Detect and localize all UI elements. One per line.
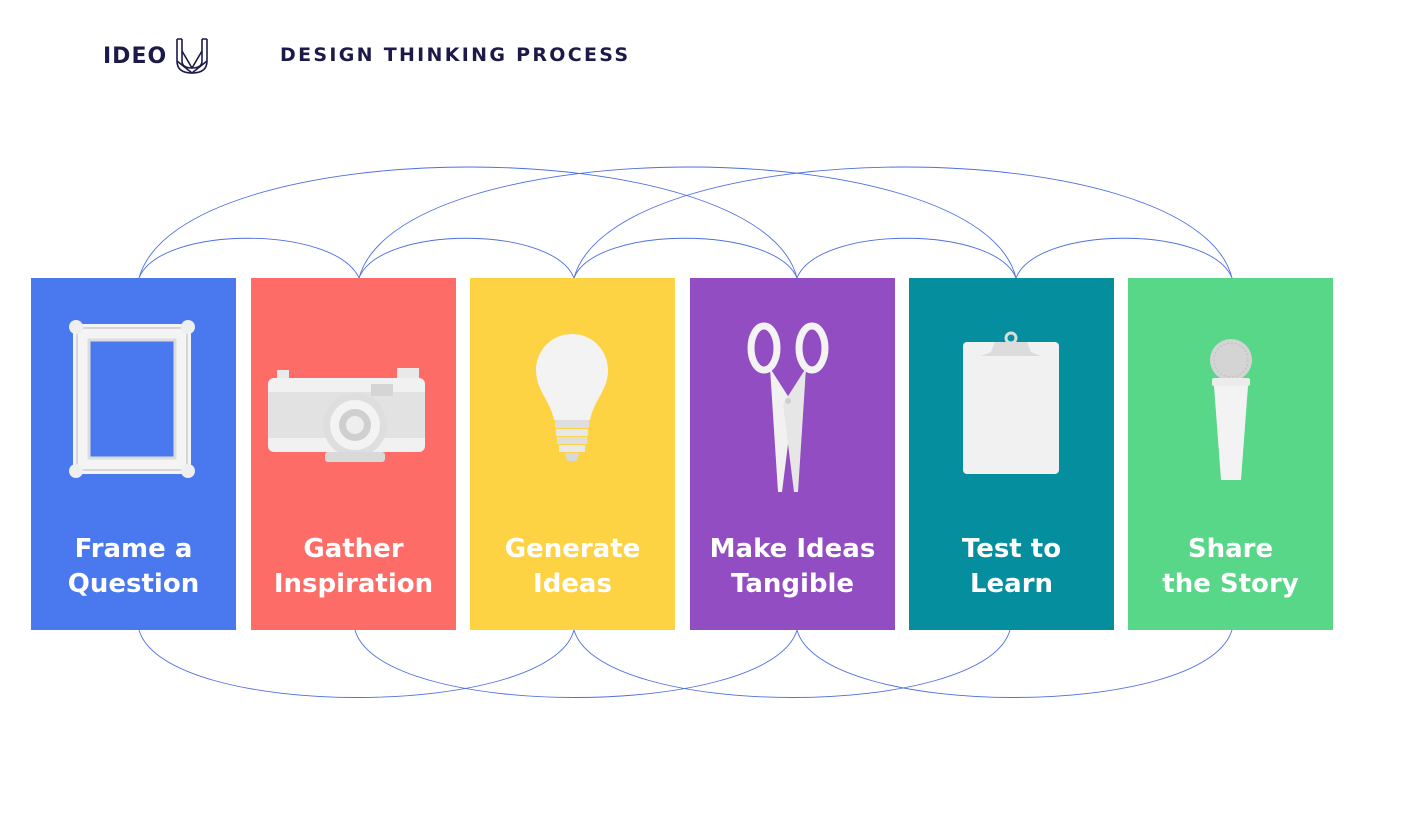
- clipboard-icon: [963, 331, 1059, 474]
- step-card-make-ideas-tangible: Make Ideas Tangible: [690, 278, 895, 630]
- step-card-share-the-story: Share the Story: [1128, 278, 1333, 630]
- arc-top-2-5: [358, 166, 1017, 279]
- arc-bottom-2-4: [354, 629, 798, 698]
- microphone-icon: [1210, 339, 1252, 480]
- page-title: DESIGN THINKING PROCESS: [280, 44, 631, 66]
- scissors-icon: [747, 322, 829, 492]
- arc-top-3-4: [573, 237, 798, 279]
- arc-bottom-1-3: [138, 629, 575, 698]
- step-card-gather-inspiration: Gather Inspiration: [251, 278, 456, 630]
- step-label: Gather Inspiration: [273, 534, 434, 599]
- step-card-test-to-learn: Test to Learn: [909, 278, 1114, 630]
- step-card-generate-ideas: Generate Ideas: [470, 278, 675, 630]
- lightbulb-icon: [536, 334, 608, 461]
- arc-top-2-3: [358, 237, 575, 279]
- arc-top-1-2: [138, 237, 360, 279]
- step-label: Generate Ideas: [504, 534, 641, 599]
- arc-top-5-6: [1015, 237, 1233, 279]
- arc-top-4-5: [796, 237, 1017, 279]
- camera-icon: [268, 368, 425, 462]
- brand-wordmark: IDEO: [103, 43, 168, 69]
- picture-frame-icon: [69, 320, 195, 478]
- step-label: Frame a Question: [67, 534, 200, 599]
- step-label: Share the Story: [1162, 534, 1299, 599]
- ideo-u-monogram-icon: [176, 38, 208, 74]
- step-card-frame-a-question: Frame a Question: [31, 278, 236, 630]
- step-label: Test to Learn: [961, 534, 1062, 599]
- arc-bottom-4-6: [796, 629, 1233, 698]
- arc-top-3-6: [573, 166, 1233, 279]
- brand-logo: IDEO: [103, 36, 209, 76]
- step-label: Make Ideas Tangible: [709, 534, 876, 599]
- arc-top-1-4: [138, 166, 798, 279]
- arc-bottom-3-5: [573, 629, 1011, 698]
